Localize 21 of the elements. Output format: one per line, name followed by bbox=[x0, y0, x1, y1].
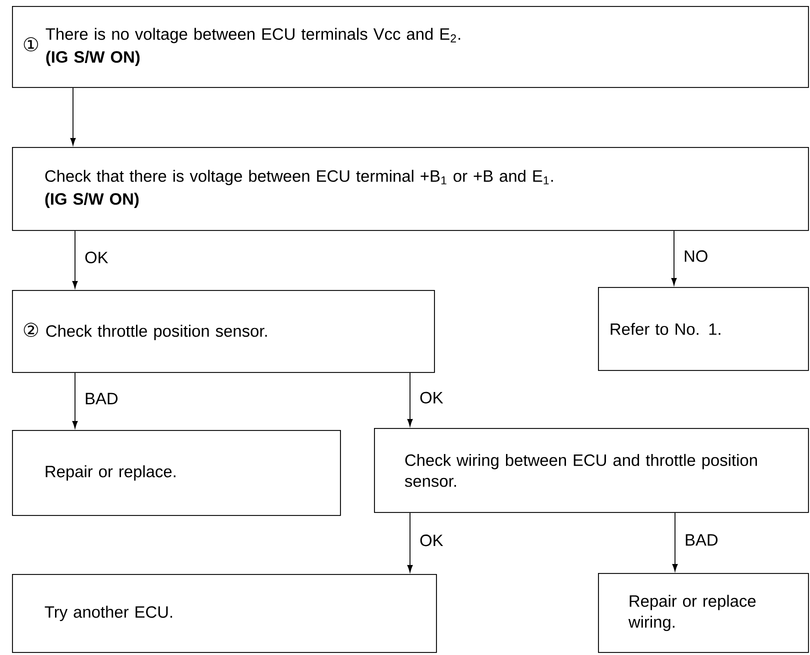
process-box: Try another ECU. bbox=[12, 574, 437, 653]
arrow bbox=[407, 512, 413, 572]
arrow bbox=[72, 230, 78, 288]
process-box: Repair or replace. bbox=[12, 430, 341, 516]
process-box: Check wiring between ECU and throttle position sensor. bbox=[374, 428, 809, 513]
arrow bbox=[70, 87, 76, 146]
edge-label: NO bbox=[684, 250, 708, 262]
process-box: ① There is no voltage between ECU terminals Vcc and E$_{2}$. (IG S/W ON) bbox=[12, 6, 809, 88]
edge-label: OK bbox=[420, 392, 444, 404]
process-box: Refer to No. 1. bbox=[598, 286, 809, 371]
arrow bbox=[72, 372, 78, 428]
process-box: ② Check throttle position sensor. bbox=[12, 290, 435, 373]
edge-label: BAD bbox=[86, 392, 118, 404]
process-box: Repair or replace wiring. bbox=[598, 572, 809, 653]
process-box: Check that there is voltage between ECU terminal +B$_{1}$ or +B and E$_{1}$. (IG S/W ON) bbox=[12, 146, 809, 231]
arrow bbox=[407, 372, 413, 426]
edge-label: BAD bbox=[686, 534, 718, 546]
arrow bbox=[672, 512, 678, 572]
edge-label: OK bbox=[420, 534, 444, 546]
arrow bbox=[671, 230, 677, 286]
edge-label: OK bbox=[85, 252, 108, 264]
